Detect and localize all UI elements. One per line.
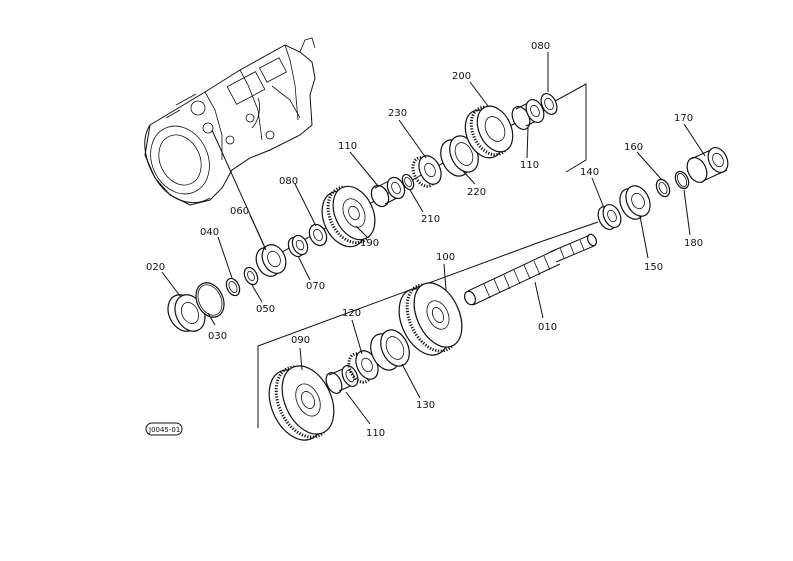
label-150: 150 — [644, 262, 663, 273]
leader-lines — [161, 52, 706, 425]
label-030: 030 — [208, 331, 227, 342]
part-230-gear — [411, 155, 442, 188]
label-120: 120 — [342, 308, 361, 319]
part-190-gear — [321, 185, 376, 248]
label-210: 210 — [421, 214, 440, 225]
label-190: 190 — [360, 238, 379, 249]
label-220: 220 — [467, 187, 486, 198]
label-110-upper: 110 — [338, 141, 357, 152]
lower-shaft-bracket — [257, 221, 599, 428]
label-100: 100 — [436, 252, 455, 263]
label-170: 170 — [674, 113, 693, 124]
part-080-washer-left — [308, 223, 328, 247]
part-140-collar — [597, 204, 622, 230]
part-180-circlip — [674, 170, 690, 190]
label-050: 050 — [256, 304, 275, 315]
part-150-bearing — [619, 185, 651, 220]
part-160-snap-ring — [655, 178, 671, 198]
label-020: 020 — [146, 262, 165, 273]
label-230: 230 — [388, 108, 407, 119]
label-180: 180 — [684, 238, 703, 249]
label-110-top: 110 — [520, 160, 539, 171]
label-160: 160 — [624, 142, 643, 153]
part-090-gear — [268, 365, 335, 441]
label-130: 130 — [416, 400, 435, 411]
part-060-bearing — [255, 244, 287, 277]
label-080-left: 080 — [279, 176, 298, 187]
label-080-right: 080 — [531, 41, 550, 52]
part-080-washer-right — [540, 93, 558, 115]
label-090: 090 — [291, 335, 310, 346]
label-200: 200 — [452, 71, 471, 82]
part-110-needle-bearing-lower — [325, 365, 359, 394]
part-130-shifter — [370, 329, 410, 371]
transmission-housing — [144, 37, 316, 206]
part-200-gear — [464, 105, 514, 159]
label-070: 070 — [306, 281, 325, 292]
label-110-lower: 110 — [366, 428, 385, 439]
part-030-circlip — [195, 282, 225, 318]
label-010: 010 — [538, 322, 557, 333]
part-100-gear — [398, 282, 463, 356]
drawing-code: J0045-01 — [148, 426, 180, 434]
label-040: 040 — [200, 227, 219, 238]
part-070-collar — [287, 234, 309, 258]
part-040-snap-ring — [225, 277, 241, 297]
label-060: 060 — [230, 206, 249, 217]
part-050-washer — [243, 266, 259, 286]
part-170-bushing — [686, 147, 729, 183]
part-110-needle-bearing-top — [511, 99, 545, 130]
part-010-shaft — [463, 233, 598, 306]
label-140: 140 — [580, 167, 599, 178]
part-210-circlip — [401, 173, 415, 191]
drawing-code-box — [145, 422, 183, 436]
